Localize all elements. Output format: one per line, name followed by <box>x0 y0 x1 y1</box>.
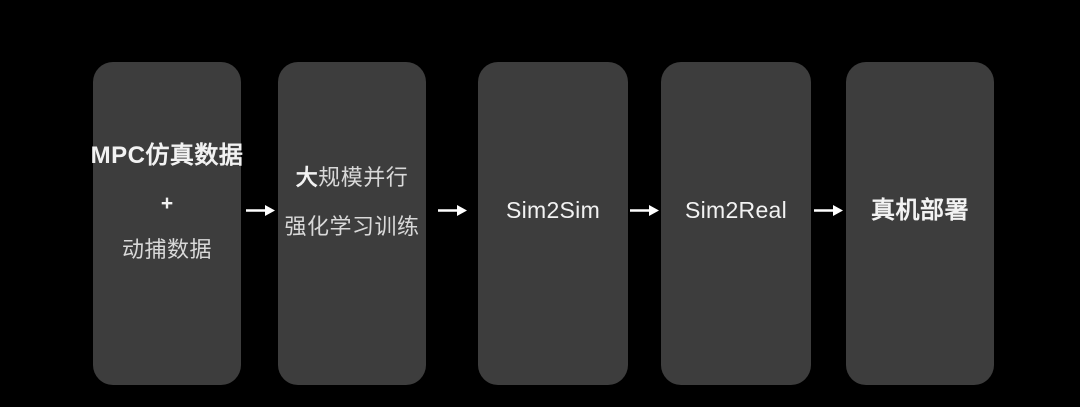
arrow-head <box>833 205 843 216</box>
label-regular-segment: 规模并行 <box>318 165 409 190</box>
node-content: 大规模并行 强化学习训练 <box>284 167 419 238</box>
right-arrow-icon <box>438 205 467 216</box>
node-label: Sim2Sim <box>505 197 601 223</box>
node-label: 真机部署 <box>871 196 969 224</box>
node-label-line1: MPC仿真数据 <box>90 142 244 169</box>
node-content: 真机部署 <box>871 196 969 224</box>
node-label-line2: 强化学习训练 <box>284 214 420 239</box>
arrow-head <box>265 205 275 216</box>
node-content: MPC仿真数据 + 动捕数据 <box>91 144 244 261</box>
right-arrow-icon <box>246 205 275 216</box>
flow-node-rl-training: 大规模并行 强化学习训练 <box>278 62 426 385</box>
flow-node-mpc-mocap-data: MPC仿真数据 + 动捕数据 <box>91 62 244 385</box>
node-label: Sim2Real <box>684 197 788 223</box>
flow-node-sim2real: Sim2Real <box>661 62 811 385</box>
label-bold-segment: 大 <box>295 165 319 190</box>
node-label-line2: 动捕数据 <box>121 237 212 262</box>
right-arrow-icon <box>814 205 843 216</box>
node-content: Sim2Real <box>685 199 787 222</box>
node-label-line1: 大规模并行 <box>296 167 409 189</box>
arrow-head <box>649 205 659 216</box>
flow-node-sim2sim: Sim2Sim <box>478 62 628 385</box>
node-content: Sim2Sim <box>506 199 600 222</box>
right-arrow-icon <box>630 205 659 216</box>
arrow-head <box>457 205 467 216</box>
flow-node-real-robot-deployment: 真机部署 <box>846 62 994 385</box>
plus-sign: + <box>160 192 174 215</box>
